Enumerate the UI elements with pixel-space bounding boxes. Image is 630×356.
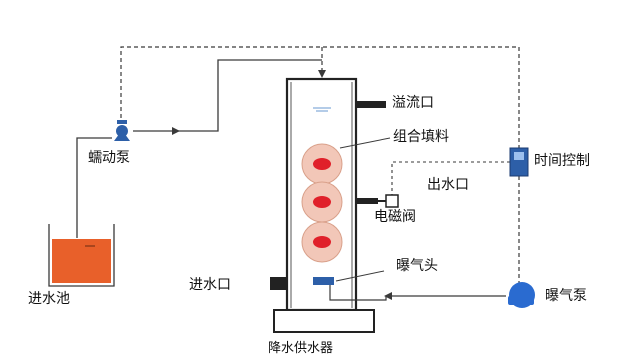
arrow-into-reactor bbox=[318, 70, 326, 78]
reactor-name-label: 降水供水器 bbox=[268, 341, 334, 356]
aerator-head-icon bbox=[313, 277, 334, 285]
air-arrow bbox=[384, 292, 392, 300]
overflow-outlet-label: 溢流口 bbox=[392, 95, 434, 111]
filler-disc bbox=[301, 143, 343, 185]
outlet-pipe bbox=[356, 198, 378, 204]
filler-disc bbox=[301, 221, 343, 263]
timer-icon bbox=[509, 147, 529, 177]
overflow-outlet-pipe bbox=[356, 101, 386, 108]
aerator-leader bbox=[335, 270, 385, 282]
combined-filler-label: 组合填料 bbox=[393, 129, 449, 145]
air-line bbox=[329, 285, 506, 301]
water-inlet-label: 进水口 bbox=[189, 277, 231, 293]
water-inlet-pipe bbox=[270, 277, 287, 290]
water-surface-mark bbox=[313, 107, 331, 112]
timer-control-label: 时间控制 bbox=[534, 153, 590, 169]
filler-leader bbox=[339, 137, 391, 149]
peristaltic-pump-icon bbox=[114, 120, 130, 141]
feed-line bbox=[76, 59, 322, 238]
inlet-tank bbox=[48, 224, 115, 287]
aeration-pump-icon bbox=[508, 282, 535, 308]
aeration-pump-label: 曝气泵 bbox=[545, 288, 587, 304]
feed-arrow bbox=[172, 127, 180, 135]
reactor-column bbox=[273, 77, 375, 333]
solenoid-valve-icon bbox=[378, 194, 399, 208]
control-line bbox=[120, 46, 520, 284]
peristaltic-pump-label: 蠕动泵 bbox=[88, 150, 130, 166]
inlet-tank-label: 进水池 bbox=[28, 291, 70, 307]
filler-disc bbox=[301, 181, 343, 223]
solenoid-valve-label: 电磁阀 bbox=[374, 209, 416, 225]
aerator-head-label: 曝气头 bbox=[396, 258, 438, 274]
timer-valve-line bbox=[391, 161, 510, 196]
water-outlet-label: 出水口 bbox=[427, 177, 469, 193]
